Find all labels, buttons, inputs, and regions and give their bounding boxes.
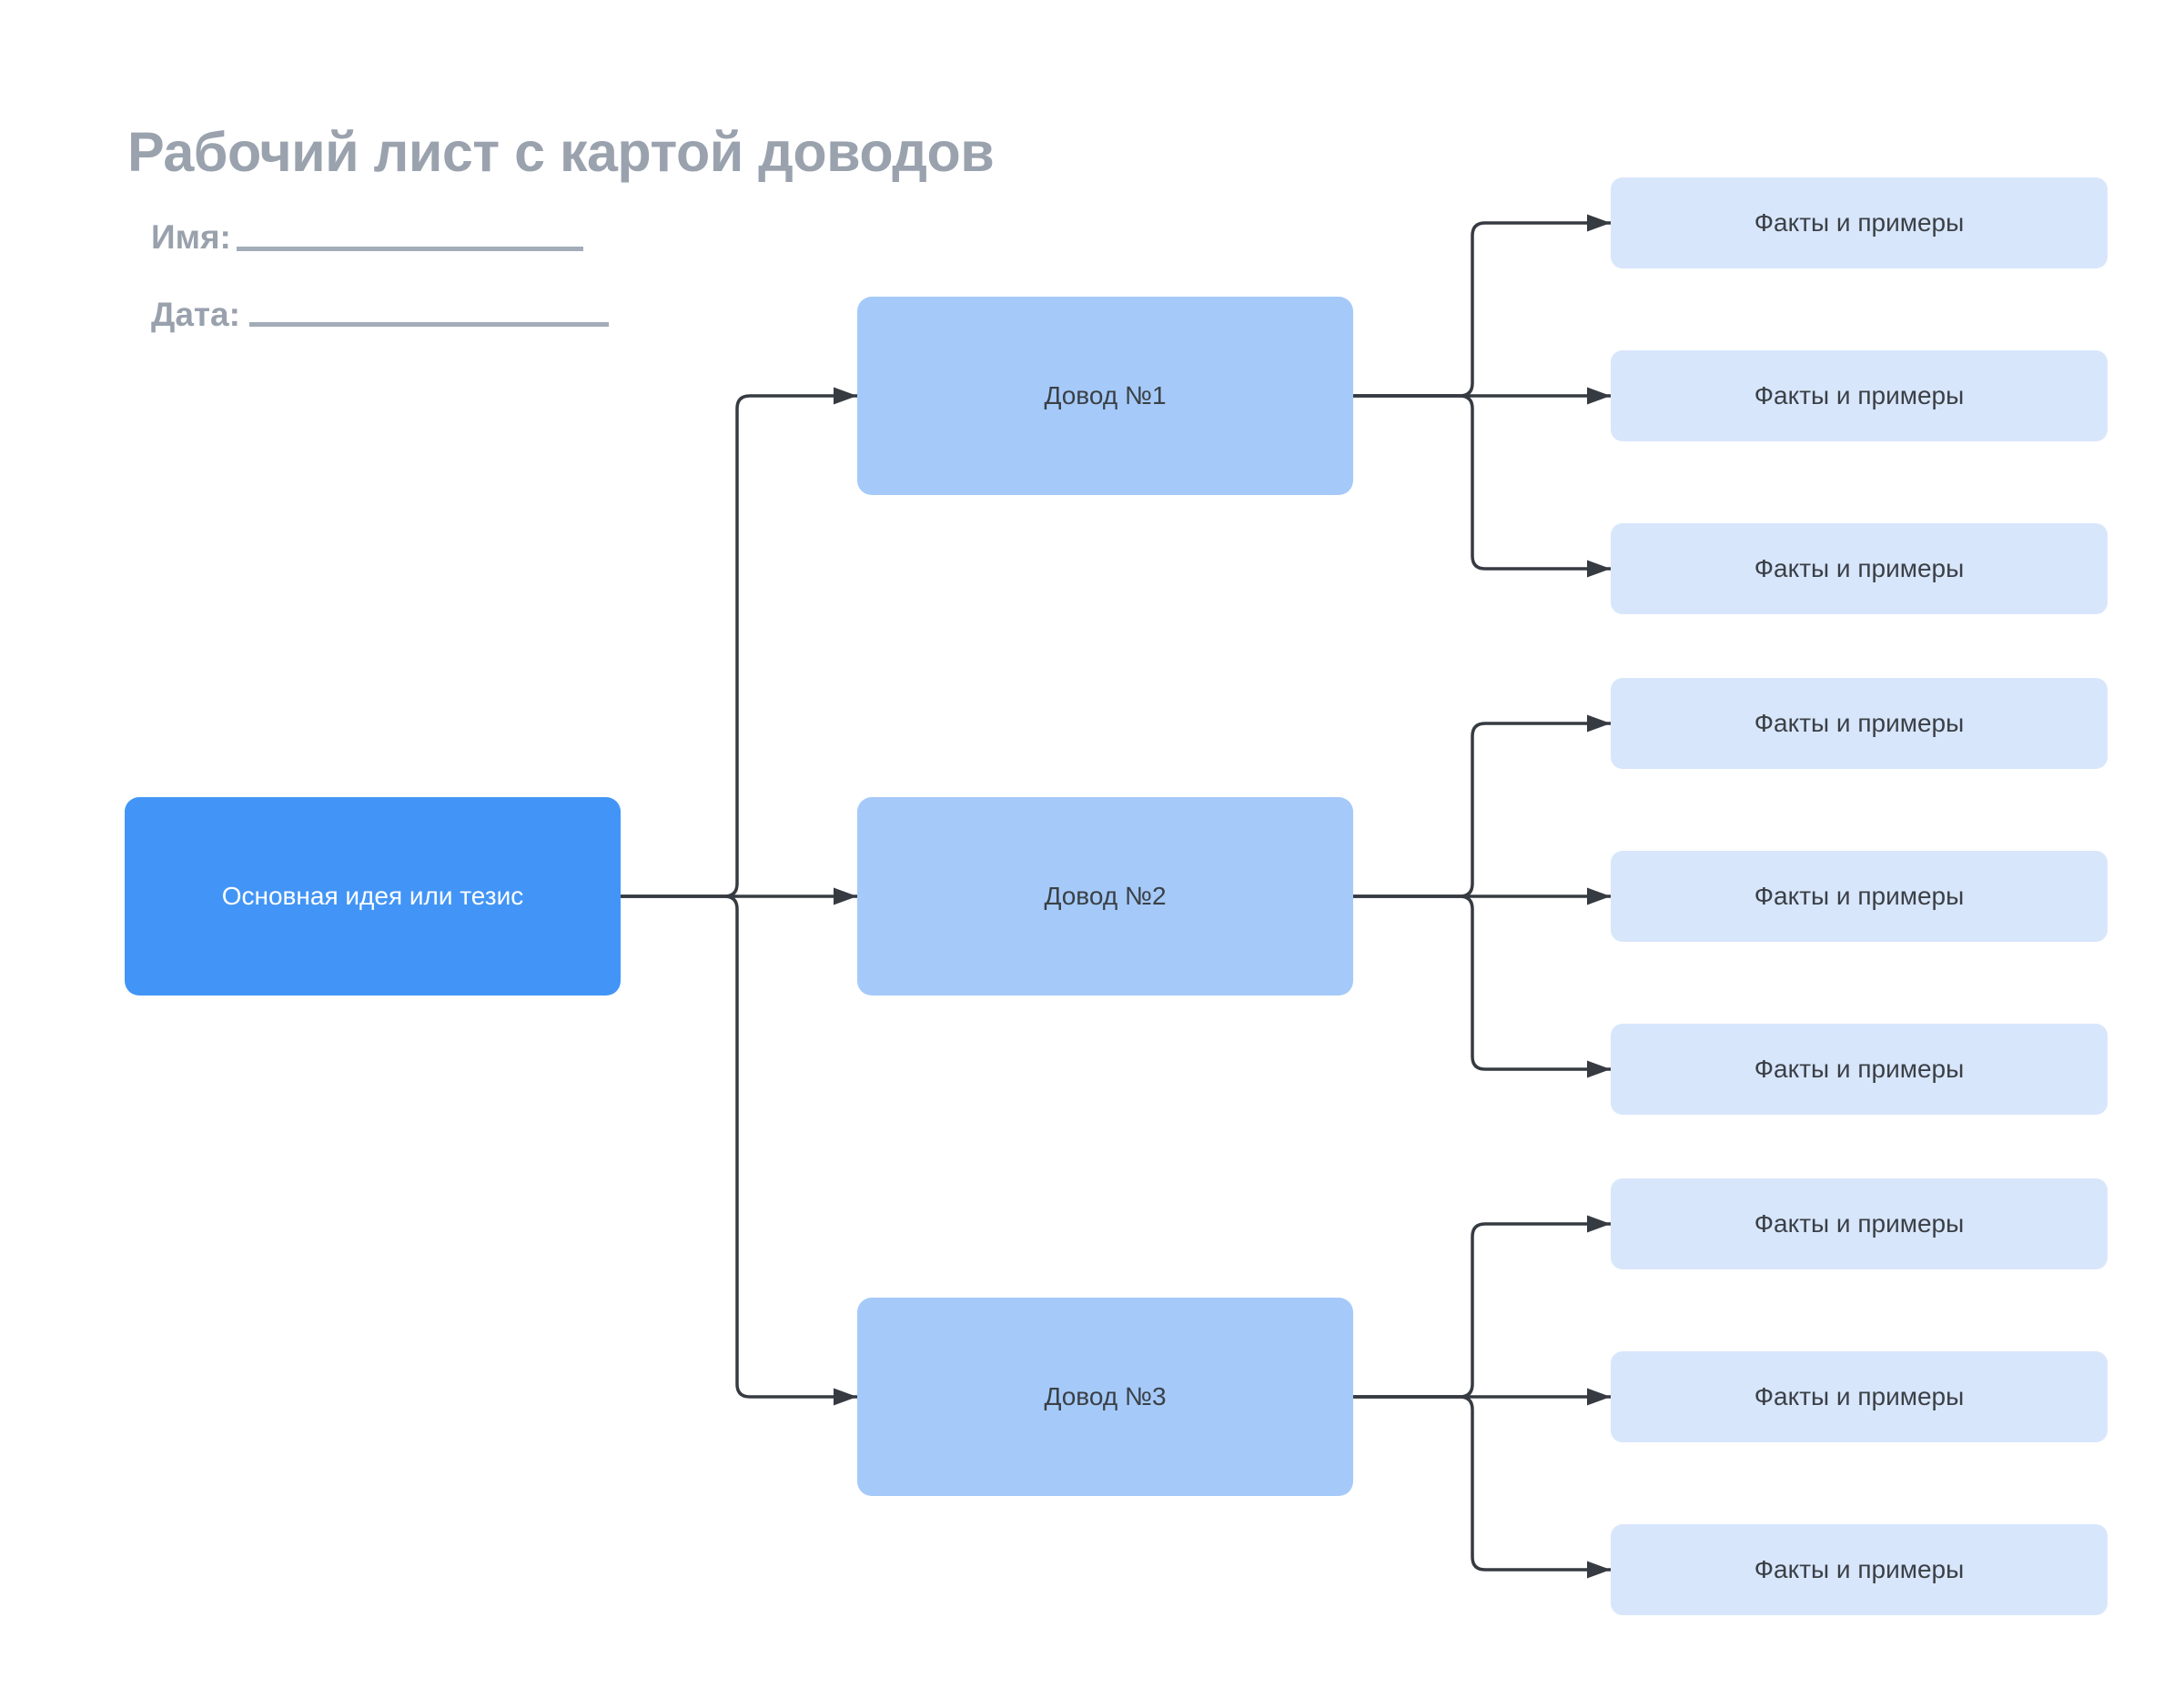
arrowhead-argument-2 bbox=[834, 887, 857, 905]
arrowhead-fact-9 bbox=[1587, 1561, 1611, 1579]
argument-1-node[interactable]: Довод №1 bbox=[857, 297, 1353, 495]
arrowhead-fact-4 bbox=[1587, 714, 1611, 733]
arrowhead-fact-7 bbox=[1587, 1215, 1611, 1233]
date-label: Дата: bbox=[151, 296, 240, 333]
connector-argument-3-fact-3 bbox=[1353, 1395, 1611, 1572]
fact-node[interactable]: Факты и примеры bbox=[1611, 851, 2108, 942]
connector-argument-2-fact-1 bbox=[1353, 722, 1611, 898]
arrowhead-fact-2 bbox=[1587, 387, 1611, 405]
name-blank-line[interactable] bbox=[237, 247, 583, 251]
arrowhead-fact-6 bbox=[1587, 1060, 1611, 1078]
connector-main-to-argument-1 bbox=[621, 394, 857, 898]
arrowhead-argument-1 bbox=[834, 387, 857, 405]
argument-2-node[interactable]: Довод №2 bbox=[857, 797, 1353, 996]
arrowhead-fact-5 bbox=[1587, 887, 1611, 905]
fact-node[interactable]: Факты и примеры bbox=[1611, 177, 2108, 268]
arrowhead-fact-3 bbox=[1587, 560, 1611, 578]
arrowhead-fact-1 bbox=[1587, 214, 1611, 232]
arrowhead-fact-8 bbox=[1587, 1388, 1611, 1406]
connector-argument-1-fact-3 bbox=[1353, 394, 1611, 571]
fact-node[interactable]: Факты и примеры bbox=[1611, 523, 2108, 614]
connector-argument-3-fact-1 bbox=[1353, 1222, 1611, 1399]
date-blank-line[interactable] bbox=[249, 322, 609, 327]
argument-3-node[interactable]: Довод №3 bbox=[857, 1298, 1353, 1496]
connector-argument-1-fact-1 bbox=[1353, 221, 1611, 398]
arrowhead-argument-3 bbox=[834, 1388, 857, 1406]
connector-main-to-argument-3 bbox=[621, 895, 857, 1399]
name-label: Имя: bbox=[151, 218, 231, 256]
fact-node[interactable]: Факты и примеры bbox=[1611, 1524, 2108, 1615]
main-idea-node[interactable]: Основная идея или тезис bbox=[125, 797, 621, 996]
fact-node[interactable]: Факты и примеры bbox=[1611, 678, 2108, 769]
page-title: Рабочий лист с картой доводов bbox=[127, 121, 995, 183]
fact-node[interactable]: Факты и примеры bbox=[1611, 1024, 2108, 1115]
connector-argument-2-fact-3 bbox=[1353, 895, 1611, 1071]
fact-node[interactable]: Факты и примеры bbox=[1611, 1351, 2108, 1442]
fact-node[interactable]: Факты и примеры bbox=[1611, 350, 2108, 441]
fact-node[interactable]: Факты и примеры bbox=[1611, 1178, 2108, 1269]
